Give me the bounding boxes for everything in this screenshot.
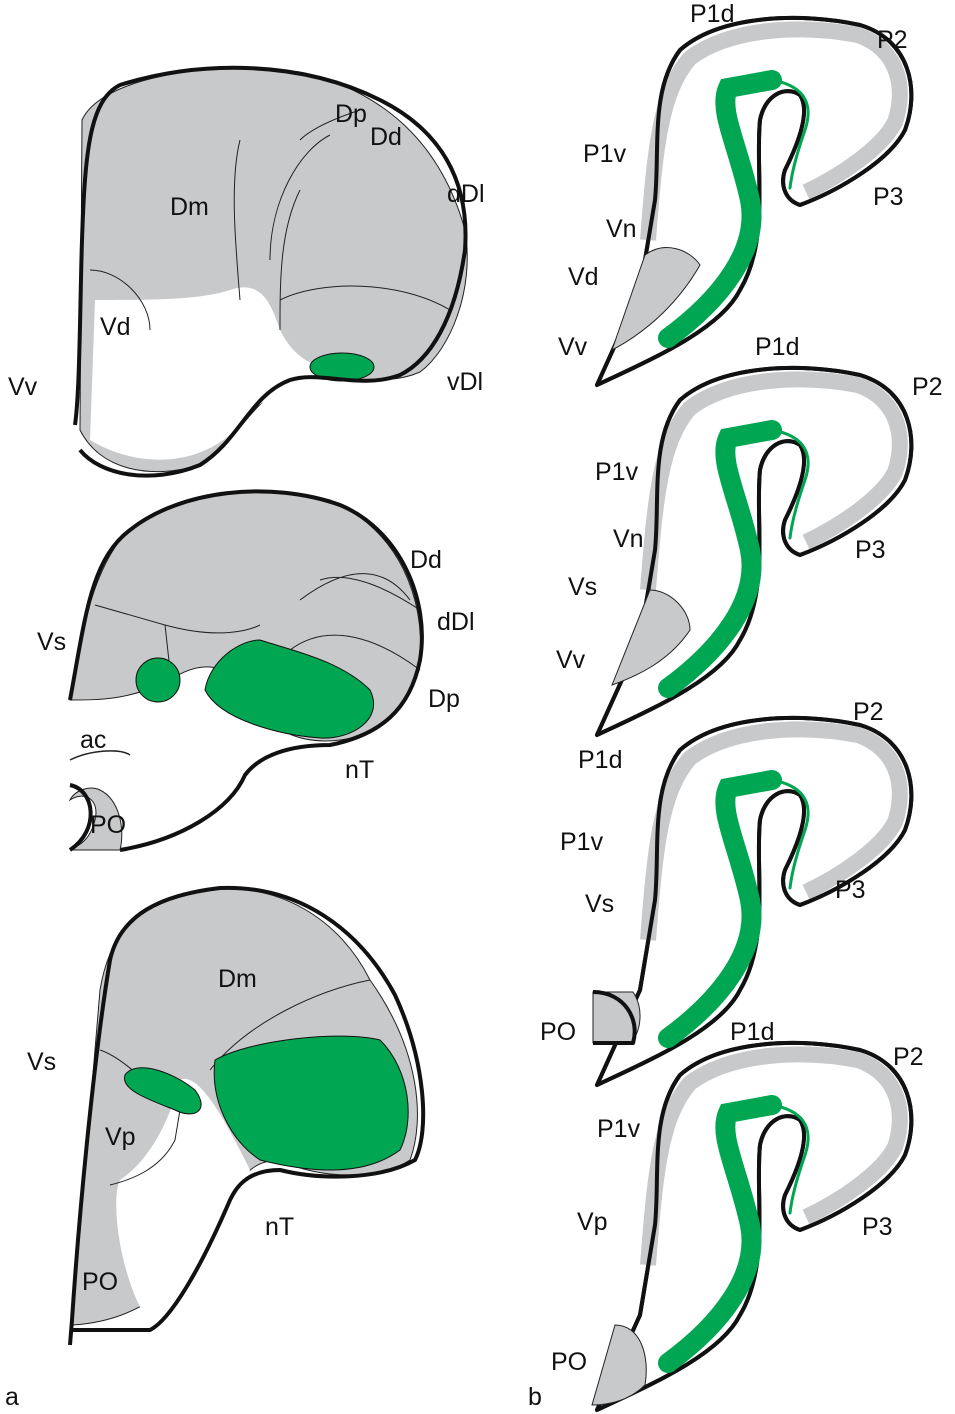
label: vDl xyxy=(447,368,483,396)
label: P1v xyxy=(583,140,627,168)
label: Dm xyxy=(170,193,209,221)
label: P2 xyxy=(893,1043,924,1071)
label: P2 xyxy=(853,698,884,726)
label: nT xyxy=(265,1213,294,1241)
panel-label-a: a xyxy=(5,1383,19,1411)
label: PO xyxy=(82,1268,118,1296)
label: nT xyxy=(345,756,374,784)
label: P3 xyxy=(855,536,886,564)
label: Dp xyxy=(428,685,460,713)
label: P1d xyxy=(730,1018,774,1046)
label: Vs xyxy=(568,573,597,601)
label: Dd xyxy=(370,123,402,151)
label: Vv xyxy=(8,373,38,401)
label: Vd xyxy=(568,263,599,291)
label: Vd xyxy=(100,313,131,341)
label: P3 xyxy=(873,183,904,211)
label: P1v xyxy=(560,828,604,856)
label: P1v xyxy=(597,1115,641,1143)
label: P1d xyxy=(755,333,799,361)
label: PO xyxy=(540,1018,576,1046)
panel-b-section-4: P1d P2 P1v Vp P3 PO xyxy=(551,1018,924,1410)
label: Dd xyxy=(410,546,442,574)
label: PO xyxy=(551,1348,587,1376)
panel-b-section-3: P2 P1d P1v P3 Vs PO xyxy=(540,698,911,1085)
label: Dm xyxy=(218,965,257,993)
panel-a-section-3: Dm Vs Vp nT PO xyxy=(27,885,426,1346)
label: P3 xyxy=(862,1213,893,1241)
panel-label-b: b xyxy=(528,1383,542,1411)
panel-b-section-2: P1d P2 P1v Vn P3 Vs Vv xyxy=(556,333,943,735)
label: Vn xyxy=(613,525,644,553)
label: Vp xyxy=(105,1123,136,1151)
label: Vv xyxy=(558,333,588,361)
panel-b-section-1: P1d P2 P1v P3 Vn Vd Vv xyxy=(558,0,911,385)
label: P1d xyxy=(690,0,734,28)
panel-a-section-2: Dd dDl Vs Dp ac nT PO xyxy=(37,489,475,852)
label: P1d xyxy=(578,746,622,774)
panel-a-section-1: Dp Dd Dm dDl Vd Vv vDl xyxy=(8,65,485,478)
label: P2 xyxy=(912,373,943,401)
label: P3 xyxy=(835,876,866,904)
label: P1v xyxy=(595,458,639,486)
label: Vs xyxy=(585,890,614,918)
label: dDl xyxy=(437,608,475,636)
label: Vn xyxy=(606,215,637,243)
label: Vs xyxy=(37,628,66,656)
label: Dp xyxy=(335,100,367,128)
label: PO xyxy=(90,811,126,839)
label: Vv xyxy=(556,646,586,674)
label: dDl xyxy=(447,180,485,208)
label: ac xyxy=(80,726,106,754)
label: Vp xyxy=(577,1208,608,1236)
label: Vs xyxy=(27,1048,56,1076)
label: P2 xyxy=(877,26,908,54)
